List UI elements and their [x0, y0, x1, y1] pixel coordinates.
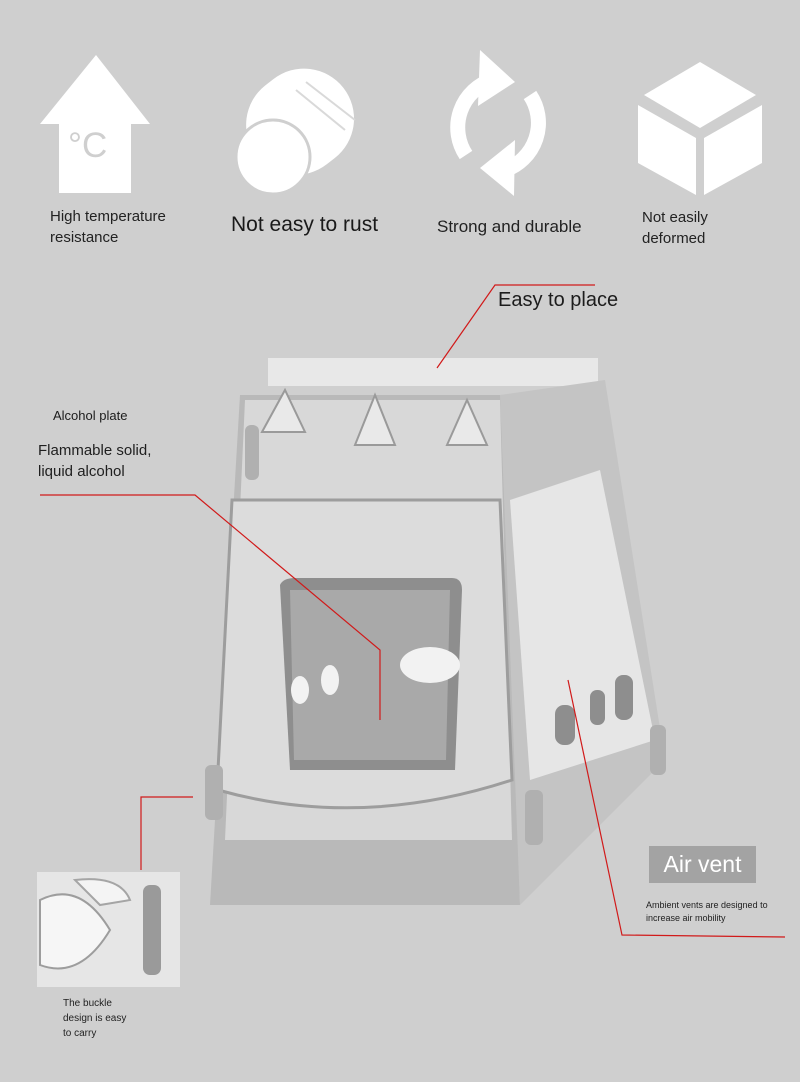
cube-icon	[638, 62, 762, 195]
air-vent-tag: Air vent	[649, 846, 756, 883]
feature-label-deformed: Not easily deformed	[642, 209, 708, 247]
thermometer-house-icon	[40, 55, 150, 193]
air-vent-desc: Ambient vents are designed to increase a…	[646, 900, 768, 923]
feature-label-rust: Not easy to rust	[231, 213, 379, 236]
recycle-arrows-icon	[450, 50, 546, 196]
rolled-log-icon	[234, 68, 356, 196]
callout-alcohol-plate: Alcohol plate	[53, 408, 128, 423]
buckle-inset-image	[37, 872, 180, 987]
callout-alcohol-desc: Flammable solid, liquid alcohol	[38, 442, 152, 480]
feature-label-durable: Strong and durable	[437, 217, 582, 236]
buckle-desc: The buckle design is easy to carry	[63, 998, 127, 1039]
callout-easy-to-place: Easy to place	[498, 289, 619, 311]
celsius-label: °C	[68, 126, 108, 165]
leader-lines	[40, 284, 786, 938]
stove-image	[205, 358, 666, 905]
feature-label-temperature: High temperature resistance	[50, 208, 166, 246]
